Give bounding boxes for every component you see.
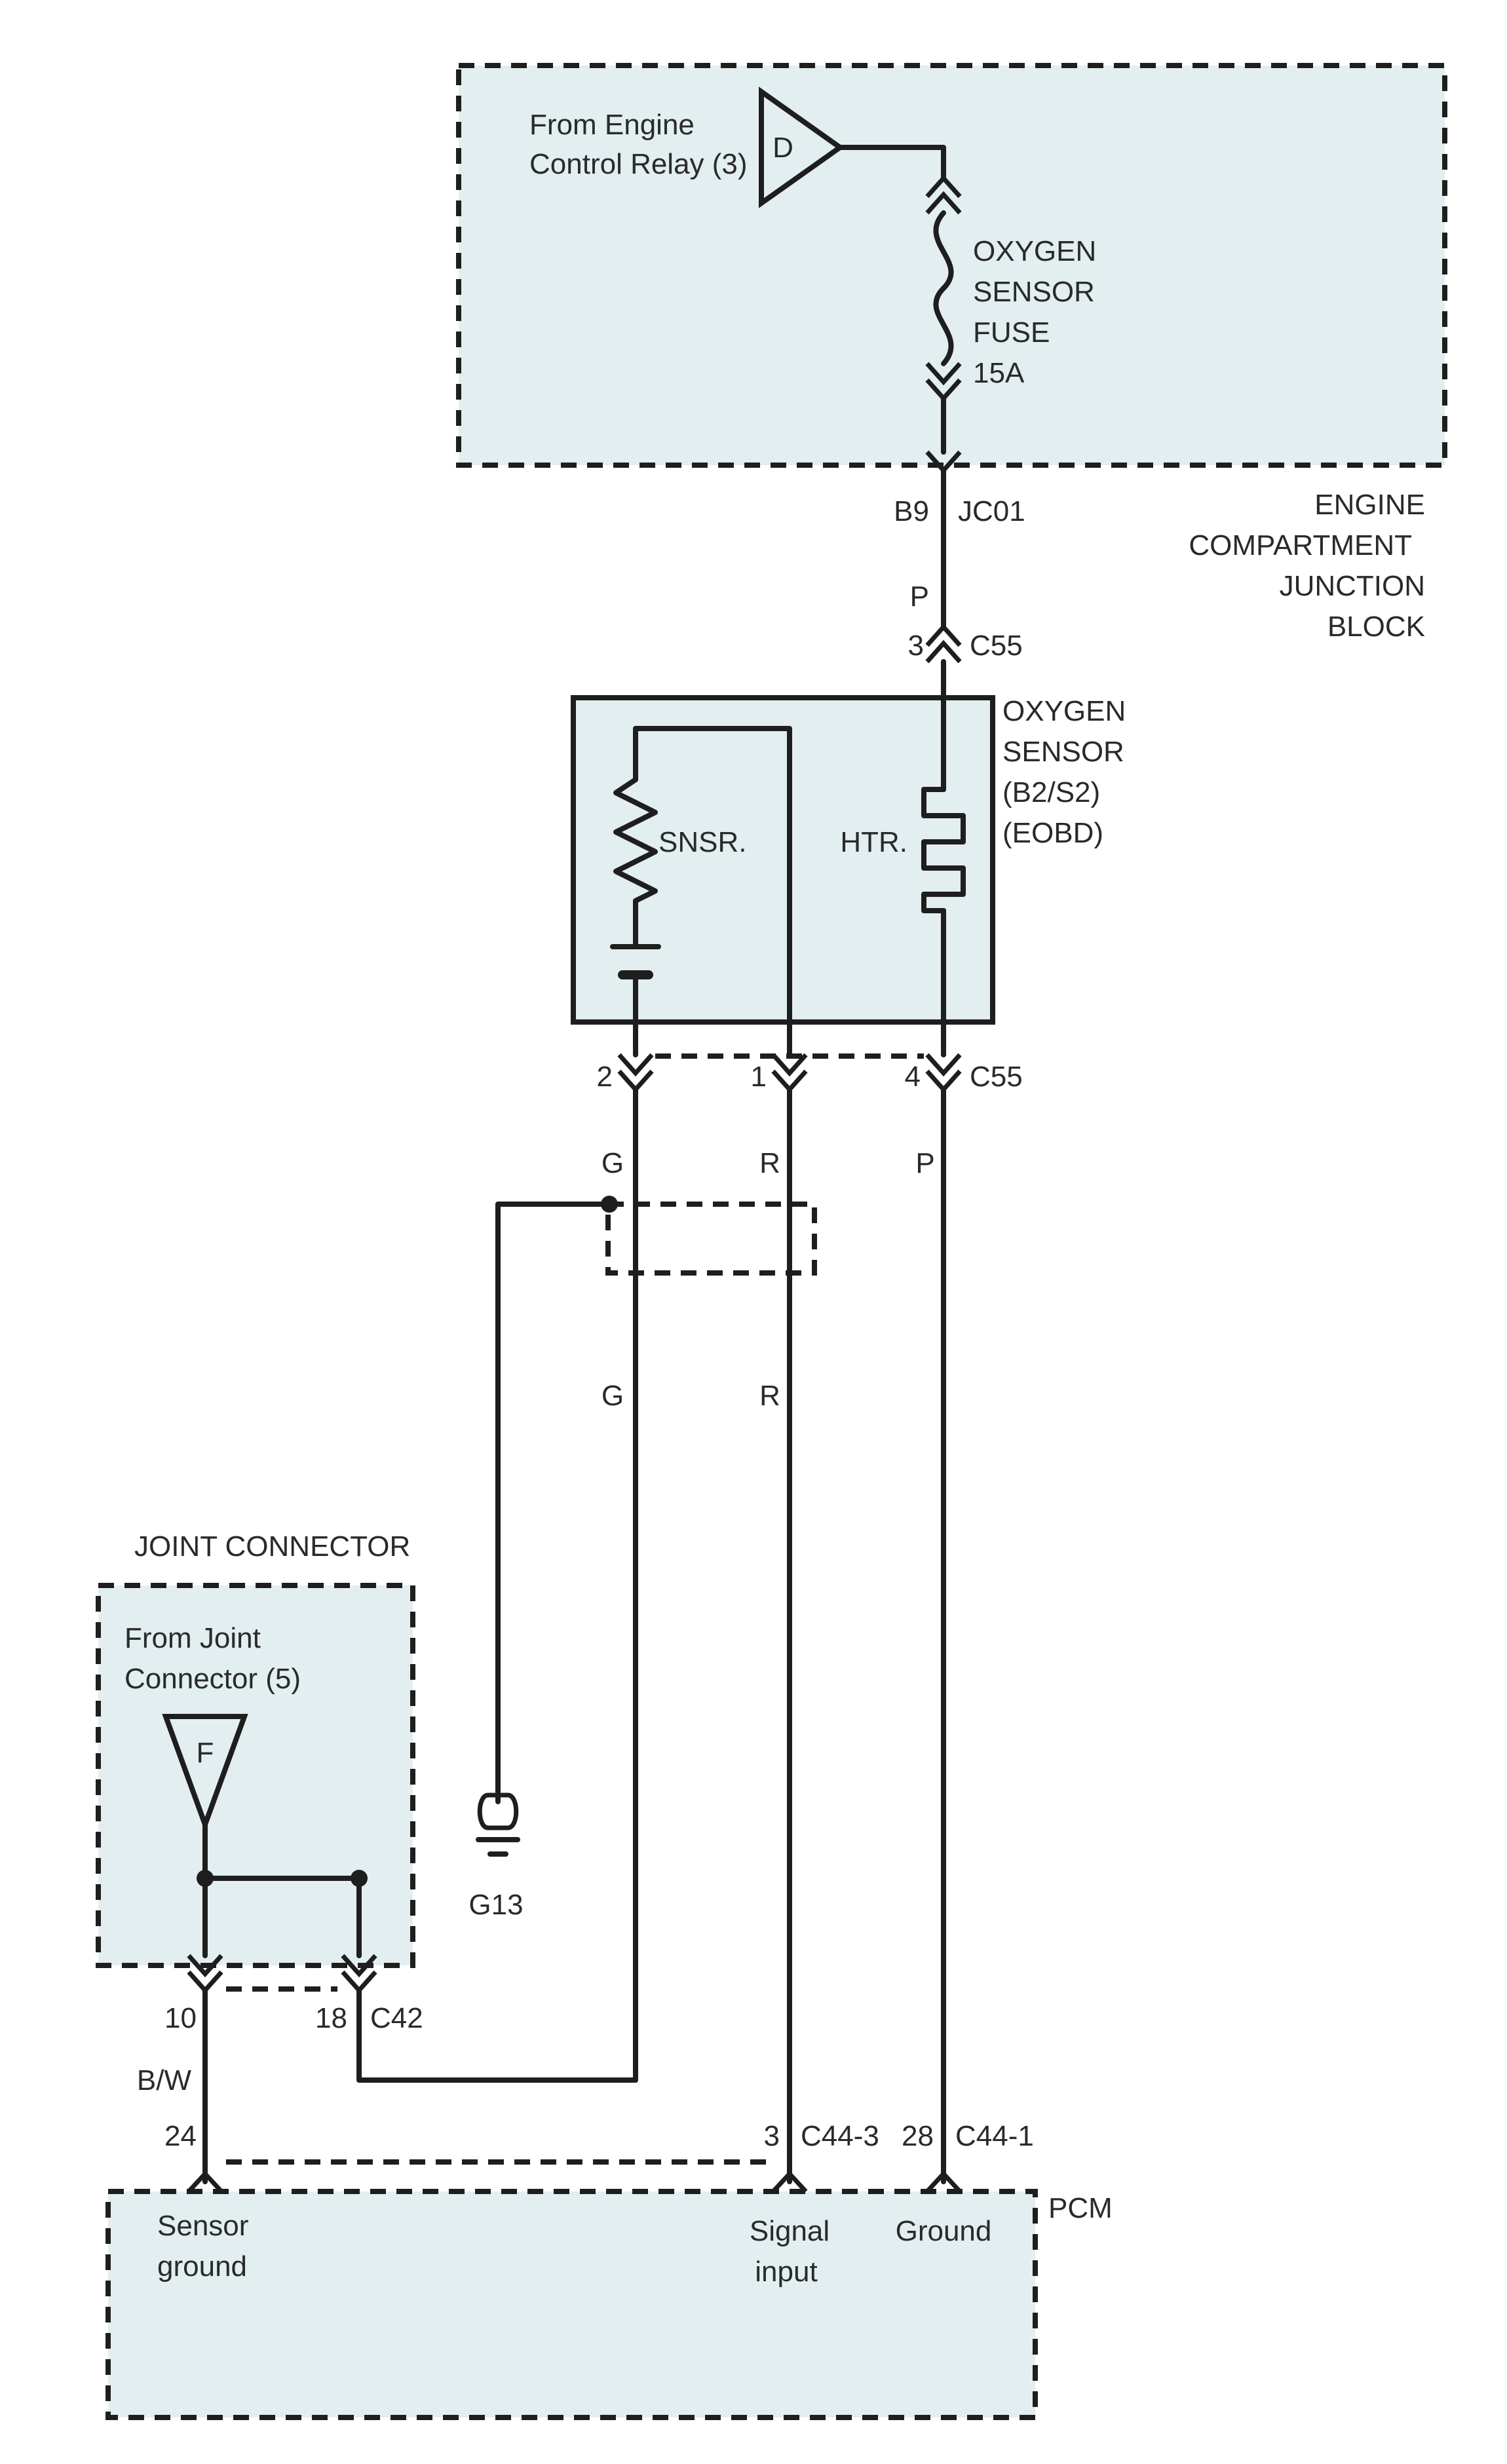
pcm-signal-input-label-1: Signal — [750, 2215, 830, 2247]
junction-block-label-3: JUNCTION — [1280, 570, 1425, 602]
g13-ground-label: G13 — [468, 1889, 523, 1921]
pcm-box — [105, 2189, 1038, 2420]
junction-block-label-4: BLOCK — [1327, 611, 1425, 643]
c55-pin2-chevron — [617, 1053, 654, 1093]
joint-splice-dot-b — [351, 1870, 368, 1887]
relay-source-label-1: From Engine — [529, 109, 695, 141]
wire-color-green-upper: G — [601, 1147, 624, 1179]
joint-connector-title: JOINT CONNECTOR — [134, 1530, 410, 1563]
sensor-pin-4-label: 4 — [905, 1061, 921, 1093]
joint-source-label-1: From Joint — [124, 1622, 261, 1654]
sensor-pin-1-label: 1 — [751, 1061, 767, 1093]
shield-splice-dot — [601, 1196, 618, 1213]
pcm-name-label: PCM — [1048, 2192, 1113, 2224]
wire-color-pink-lower: P — [915, 1147, 934, 1179]
heater-coil-icon — [921, 787, 966, 913]
g13-ground-terminal — [477, 1792, 519, 1830]
c55-pin4-chevron — [925, 1053, 962, 1093]
c55-top-pin-label: 3 — [908, 630, 924, 662]
shield-drain-wire — [495, 1202, 612, 1804]
junction-block-label-2: COMPARTMENT — [1189, 529, 1412, 561]
sensor-pin-2-label: 2 — [597, 1061, 613, 1093]
c44-1-name-label: C44-1 — [955, 2120, 1034, 2152]
shield-splice-box — [605, 1202, 817, 1276]
oxygen-sensor-label-4: (EOBD) — [1002, 817, 1103, 849]
c55-bottom-name-label: C55 — [970, 1061, 1023, 1093]
c44-3-name-label: C44-3 — [801, 2120, 879, 2152]
sensor-element-label: SNSR. — [658, 826, 746, 858]
wire-color-red-lower: R — [759, 1380, 780, 1412]
pcm-pin-3-label: 3 — [764, 2120, 780, 2152]
c42-name-label: C42 — [370, 2002, 423, 2034]
fuse-label-1: OXYGEN — [973, 235, 1096, 267]
wire-color-green-lower: G — [601, 1380, 624, 1412]
c55-top-connector-chevron — [925, 623, 962, 664]
c42-pin18-label: 18 — [315, 2002, 347, 2034]
pcm-sensor-ground-label-1: Sensor — [157, 2210, 248, 2242]
joint-splice-dot-a — [197, 1870, 214, 1887]
pcm-pin3-chevron — [771, 2170, 808, 2193]
sensor-signal-wire — [633, 726, 792, 1057]
pcm-pin24-chevron — [187, 2170, 223, 2193]
pcm-signal-input-label-2: input — [755, 2256, 817, 2288]
joint-source-label-2: Connector (5) — [124, 1663, 301, 1695]
oxygen-sensor-label-1: OXYGEN — [1002, 695, 1126, 727]
fuse-label-4: 15A — [973, 357, 1025, 389]
c55-pin1-chevron — [771, 1053, 808, 1093]
pcm-sensor-ground-label-2: ground — [157, 2250, 247, 2283]
oxygen-sensor-label-3: (B2/S2) — [1002, 776, 1100, 808]
sensor-resistor-icon — [613, 777, 658, 946]
c42-pin10-label: 10 — [164, 2002, 197, 2034]
wire-color-black-white: B/W — [137, 2064, 192, 2096]
relay-output-wire — [837, 145, 946, 180]
joint-source-letter: F — [197, 1737, 214, 1769]
fuse-top-chevron — [925, 174, 962, 215]
relay-source-triangle — [759, 86, 845, 208]
heater-element-label: HTR. — [840, 826, 907, 858]
joint-source-triangle — [162, 1714, 248, 1832]
wire-color-red-upper: R — [759, 1147, 780, 1179]
pcm-pin-24-label: 24 — [164, 2120, 197, 2152]
pcm-pin-28-label: 28 — [902, 2120, 934, 2152]
c55-top-name-label: C55 — [970, 630, 1023, 662]
jc01-pin-label: B9 — [894, 495, 929, 527]
fuse-label-2: SENSOR — [973, 276, 1095, 308]
fuse-label-3: FUSE — [973, 316, 1050, 349]
junction-block-label-1: ENGINE — [1314, 489, 1425, 521]
pcm-ground-label: Ground — [896, 2215, 992, 2247]
relay-source-letter: D — [773, 132, 793, 164]
pcm-pin28-chevron — [925, 2170, 962, 2193]
fuse-element-icon — [933, 210, 954, 366]
relay-source-label-2: Control Relay (3) — [529, 148, 748, 180]
c42-pin18-to-green-wire — [356, 1988, 638, 2083]
wire-color-pink-top: P — [910, 580, 929, 613]
oxygen-sensor-label-2: SENSOR — [1002, 736, 1124, 768]
jc01-name-label: JC01 — [958, 495, 1025, 527]
